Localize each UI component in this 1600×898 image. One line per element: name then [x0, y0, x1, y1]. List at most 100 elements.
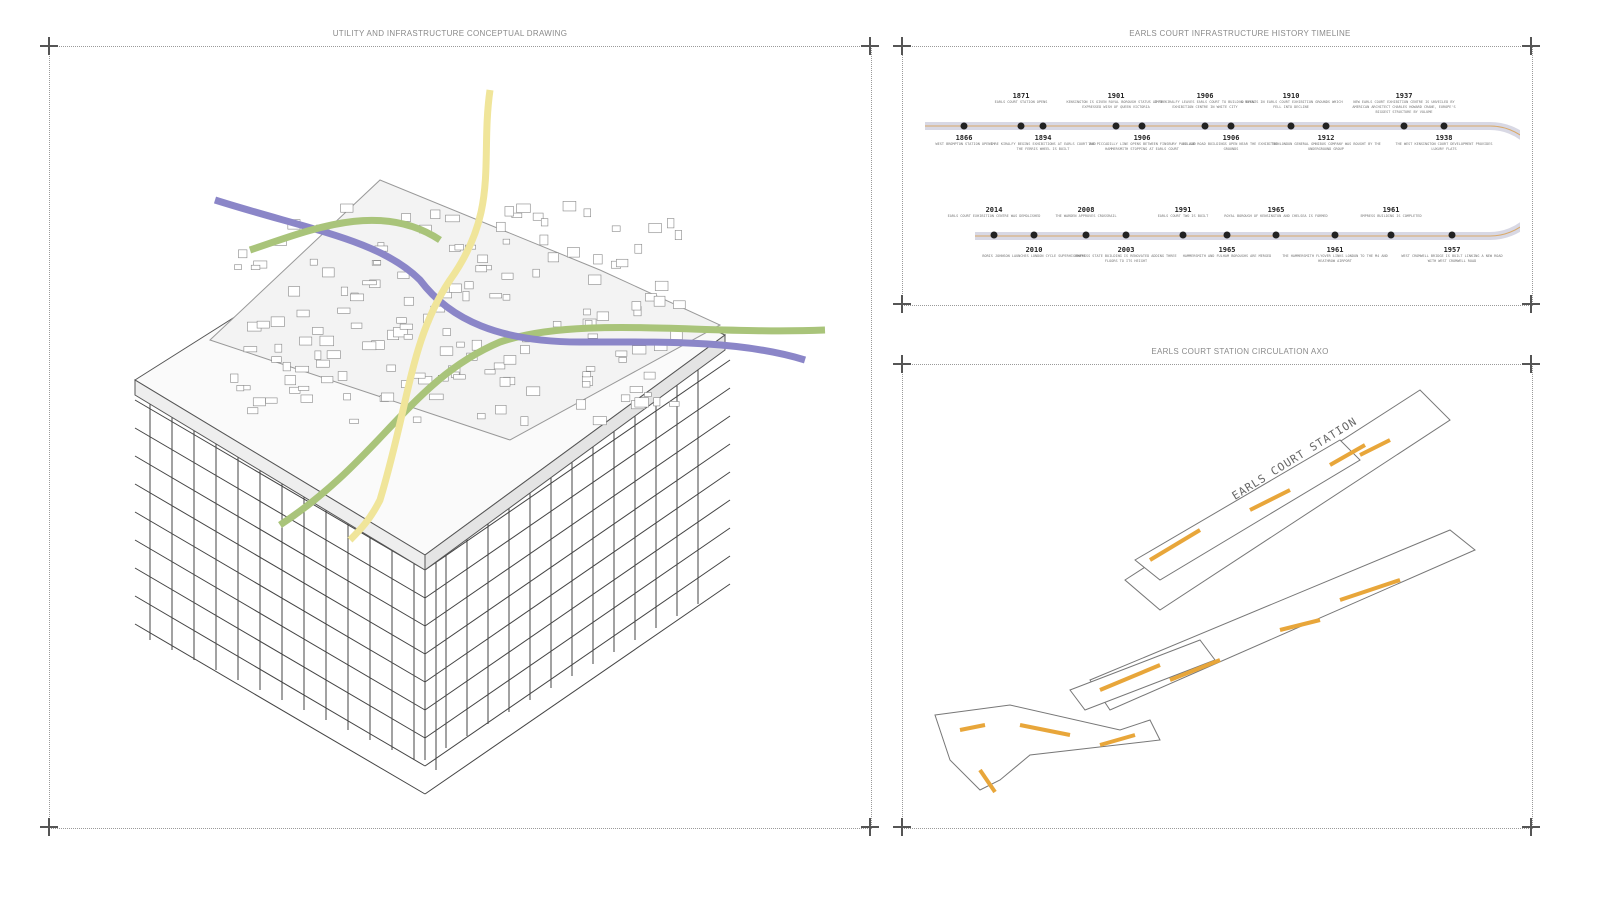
- platform-level: [1135, 440, 1360, 580]
- timeline-dot: [1228, 123, 1235, 130]
- timeline-dot: [1332, 232, 1339, 239]
- timeline-dot: [1113, 123, 1120, 130]
- building: [540, 235, 548, 245]
- event-description: THE LONDON GENERAL OMNIBUS COMPANY WAS B…: [1271, 142, 1381, 152]
- timeline-event: 1871EARLS COURT STATION OPENS: [966, 92, 1076, 105]
- timeline-dot: [1388, 232, 1395, 239]
- horizontal-pipe: [135, 568, 425, 738]
- building: [478, 255, 488, 263]
- horizontal-pipe: [135, 540, 425, 710]
- building: [644, 393, 651, 397]
- building: [527, 387, 540, 396]
- building: [251, 265, 260, 269]
- timeline-dot: [1139, 123, 1146, 130]
- station-circulation-axo: EARLS COURT STATION: [920, 380, 1500, 810]
- building: [597, 312, 609, 320]
- building: [505, 207, 514, 217]
- timeline-dot: [1224, 232, 1231, 239]
- timeline-event: 1894IMRE KIRALFY BEGINS EXHIBITIONS AT E…: [988, 134, 1098, 152]
- building: [363, 281, 377, 285]
- event-year: 1938: [1389, 134, 1499, 142]
- event-year: 1961: [1336, 206, 1446, 214]
- event-year: 1957: [1397, 246, 1507, 254]
- horizontal-pipe: [135, 624, 425, 794]
- building: [234, 265, 241, 270]
- building: [316, 360, 329, 367]
- building: [344, 394, 351, 400]
- timeline-dot: [991, 232, 998, 239]
- building: [338, 372, 347, 381]
- building: [350, 419, 359, 423]
- building: [586, 367, 595, 372]
- building: [244, 347, 257, 352]
- event-year: 1937: [1349, 92, 1459, 100]
- event-description: EMPRESS BUILDING IS COMPLETED: [1336, 214, 1446, 219]
- building: [502, 273, 513, 279]
- building: [440, 347, 453, 355]
- building: [654, 398, 660, 406]
- timeline-dot: [961, 123, 968, 130]
- building: [413, 417, 421, 422]
- timeline-dot: [1018, 123, 1025, 130]
- building: [500, 378, 510, 387]
- building: [341, 287, 347, 295]
- timeline-event: 1965ROYAL BOROUGH OF KENSINGTON AND CHEL…: [1221, 206, 1331, 219]
- horizontal-pipe: [425, 528, 730, 738]
- building: [594, 255, 603, 264]
- corner-mark: [861, 37, 879, 55]
- building: [673, 301, 685, 309]
- building: [443, 329, 451, 336]
- timeline-event: 1965HAMMERSMITH AND FULHAM BOROUGHS ARE …: [1172, 246, 1282, 259]
- building: [320, 336, 334, 346]
- event-year: 2003: [1071, 246, 1181, 254]
- corner-mark: [1522, 818, 1540, 836]
- building: [465, 282, 473, 289]
- building: [283, 362, 290, 371]
- building: [298, 386, 308, 390]
- building: [619, 357, 626, 362]
- corner-mark: [893, 818, 911, 836]
- timeline-event: 2008THE WARDEN APPROVES CROSSRAIL: [1031, 206, 1141, 219]
- building: [553, 321, 561, 327]
- building: [490, 293, 502, 297]
- timeline-dot: [1401, 123, 1408, 130]
- building: [667, 219, 674, 228]
- event-year: 2008: [1031, 206, 1141, 214]
- building: [450, 284, 462, 292]
- building: [635, 244, 642, 253]
- corner-mark: [1522, 355, 1540, 373]
- horizontal-pipe: [425, 584, 730, 794]
- event-year: 1961: [1280, 246, 1390, 254]
- event-description: IMRE KIRALFY BEGINS EXHIBITIONS AT EARLS…: [988, 142, 1098, 152]
- horizontal-pipe: [425, 556, 730, 766]
- timeline-event: 1910NO EVENTS IN EARLS COURT EXHIBITION …: [1236, 92, 1346, 110]
- building: [338, 308, 350, 313]
- building: [237, 385, 244, 390]
- left-panel-title: UTILITY AND INFRASTRUCTURE CONCEPTUAL DR…: [240, 29, 660, 38]
- ramp: [1070, 640, 1215, 710]
- event-year: 1912: [1271, 134, 1381, 142]
- building: [655, 281, 668, 290]
- building: [496, 405, 507, 414]
- timeline-panel-title: EARLS COURT INFRASTRUCTURE HISTORY TIMEL…: [1030, 29, 1450, 38]
- building: [301, 395, 313, 402]
- building: [548, 253, 559, 262]
- building: [272, 357, 282, 363]
- building: [541, 219, 548, 226]
- event-description: LILLIE ROAD BUILDINGS OPEN NEAR THE EXHI…: [1176, 142, 1286, 152]
- building: [616, 259, 628, 267]
- building: [312, 327, 323, 334]
- timeline-event: 1912THE LONDON GENERAL OMNIBUS COMPANY W…: [1271, 134, 1381, 152]
- building: [238, 250, 246, 258]
- building: [381, 393, 393, 401]
- building: [350, 294, 363, 301]
- building: [632, 346, 646, 354]
- timeline-dot: [1449, 232, 1456, 239]
- building: [310, 259, 317, 265]
- timeline-dot: [1288, 123, 1295, 130]
- building: [563, 201, 576, 211]
- building: [675, 230, 681, 239]
- timeline-track: [920, 110, 1520, 250]
- event-description: HAMMERSMITH AND FULHAM BOROUGHS ARE MERG…: [1172, 254, 1282, 259]
